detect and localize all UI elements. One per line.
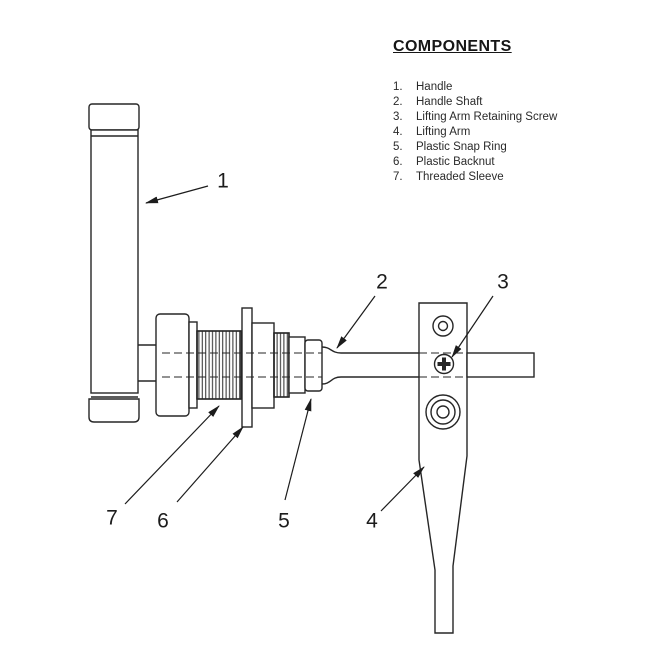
list-item: 3. Lifting Arm Retaining Screw: [393, 110, 623, 125]
leader-1: [145, 185, 209, 204]
item-number: 7.: [393, 171, 403, 183]
callout-number-7: 7: [106, 506, 118, 530]
components-list: 1. Handle 2. Handle Shaft 3. Lifting Arm…: [393, 80, 623, 185]
threaded-sleeve-part: [196, 330, 242, 400]
callout-number-3: 3: [497, 270, 509, 294]
list-item: 4. Lifting Arm: [393, 125, 623, 140]
list-item: 7. Threaded Sleeve: [393, 170, 623, 185]
plastic-snap-ring-part: [288, 336, 323, 394]
item-label: Handle: [416, 81, 453, 93]
item-number: 4.: [393, 126, 403, 138]
callout-number-4: 4: [366, 509, 378, 533]
leader-4: [380, 466, 425, 512]
callout-number-5: 5: [278, 509, 290, 533]
callout-leader-lines: [124, 185, 494, 512]
leader-7: [124, 405, 220, 505]
item-label: Lifting Arm: [416, 126, 471, 138]
leader-3: [451, 295, 494, 358]
callout-number-6: 6: [157, 509, 169, 533]
shaft-thread-band: [273, 332, 290, 398]
item-label: Handle Shaft: [416, 96, 483, 108]
mounting-flange: [155, 313, 198, 417]
item-label: Lifting Arm Retaining Screw: [416, 111, 558, 123]
item-number: 6.: [393, 156, 403, 168]
handle-part: [88, 103, 140, 423]
lifting-arm-top-hole: [432, 315, 454, 337]
item-label: Plastic Snap Ring: [416, 141, 507, 153]
handle-bracket: [138, 344, 157, 382]
list-item: 2. Handle Shaft: [393, 95, 623, 110]
plastic-backnut-part: [241, 307, 275, 428]
components-panel: COMPONENTS 1. Handle 2. Handle Shaft 3. …: [393, 38, 623, 185]
leader-2: [336, 295, 376, 349]
lifting-arm-lower-hole: [425, 394, 461, 430]
retaining-screw-part: [433, 353, 455, 375]
item-label: Threaded Sleeve: [416, 171, 504, 183]
callout-number-2: 2: [376, 270, 388, 294]
item-label: Plastic Backnut: [416, 156, 495, 168]
handle-shaft-part: [321, 346, 535, 385]
list-item: 1. Handle: [393, 80, 623, 95]
callout-number-1: 1: [217, 169, 229, 193]
item-number: 2.: [393, 96, 403, 108]
list-item: 5. Plastic Snap Ring: [393, 140, 623, 155]
item-number: 3.: [393, 111, 403, 123]
item-number: 5.: [393, 141, 403, 153]
leader-5: [284, 398, 312, 501]
components-title: COMPONENTS: [393, 38, 512, 55]
list-item: 6. Plastic Backnut: [393, 155, 623, 170]
item-number: 1.: [393, 81, 403, 93]
leader-6: [176, 426, 244, 503]
hidden-shaft-lines: [162, 352, 322, 378]
